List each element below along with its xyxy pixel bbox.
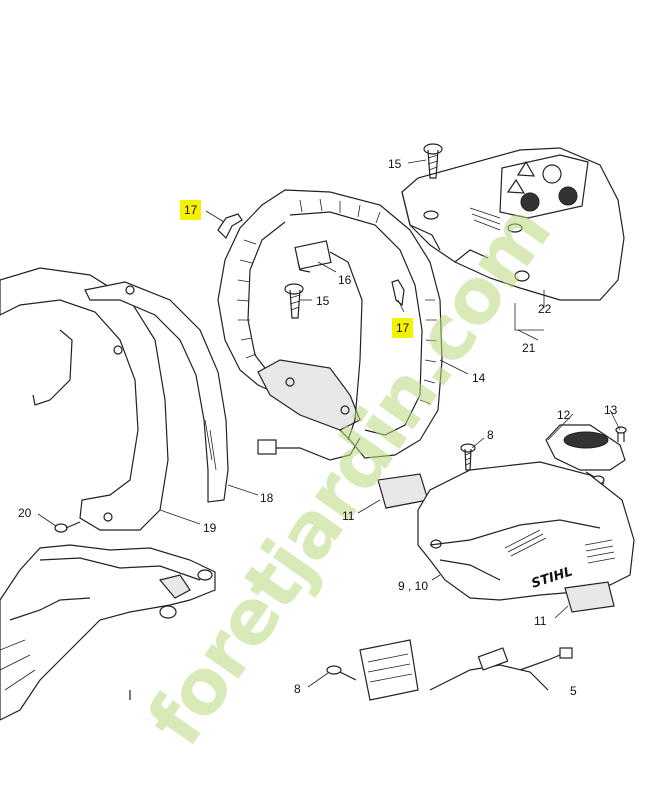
label-22: 22: [538, 302, 552, 316]
clip-17-right: [391, 279, 405, 307]
pad-11-bottom: [564, 581, 615, 613]
electronic-module: [359, 639, 573, 701]
label-8-bottom: 8: [294, 682, 301, 696]
label-13: 13: [604, 403, 618, 417]
motor-cover-9-10: [417, 461, 635, 601]
leader-lines: [37, 159, 621, 688]
label-12: 12: [557, 408, 571, 422]
label-11-middle: 11: [342, 509, 355, 523]
label-15-middle: 15: [316, 294, 330, 308]
screw-15-top: [423, 143, 443, 179]
front-handle-19: [0, 267, 169, 531]
label-14: 14: [472, 371, 486, 385]
housing-bottom: [0, 544, 216, 721]
label-17-right: 17: [392, 318, 414, 338]
screw-8-bottom: [129, 665, 357, 700]
screw-13: [615, 426, 627, 442]
cable-connector: [257, 437, 361, 461]
cover-22: [401, 147, 625, 301]
screw-8-middle: [460, 443, 476, 471]
label-8-middle: 8: [487, 428, 494, 442]
handle-frame-14: [217, 189, 443, 459]
label-18: 18: [260, 491, 274, 505]
label-16: 16: [338, 273, 352, 287]
label-11-bottom: 11: [534, 614, 547, 628]
label-20: 20: [18, 506, 32, 520]
screw-15-middle: [284, 283, 304, 319]
label-21: 21: [522, 341, 536, 355]
clip-17-left: [217, 213, 243, 240]
switch-16: [294, 240, 363, 441]
grip-18: [84, 281, 229, 503]
label-15-top: 15: [388, 157, 402, 171]
label-9-10: 9 , 10: [398, 579, 429, 593]
label-19: 19: [203, 521, 217, 535]
label-5: 5: [570, 684, 577, 698]
label-17-left: 17: [180, 200, 202, 220]
screw-20: [54, 521, 81, 533]
